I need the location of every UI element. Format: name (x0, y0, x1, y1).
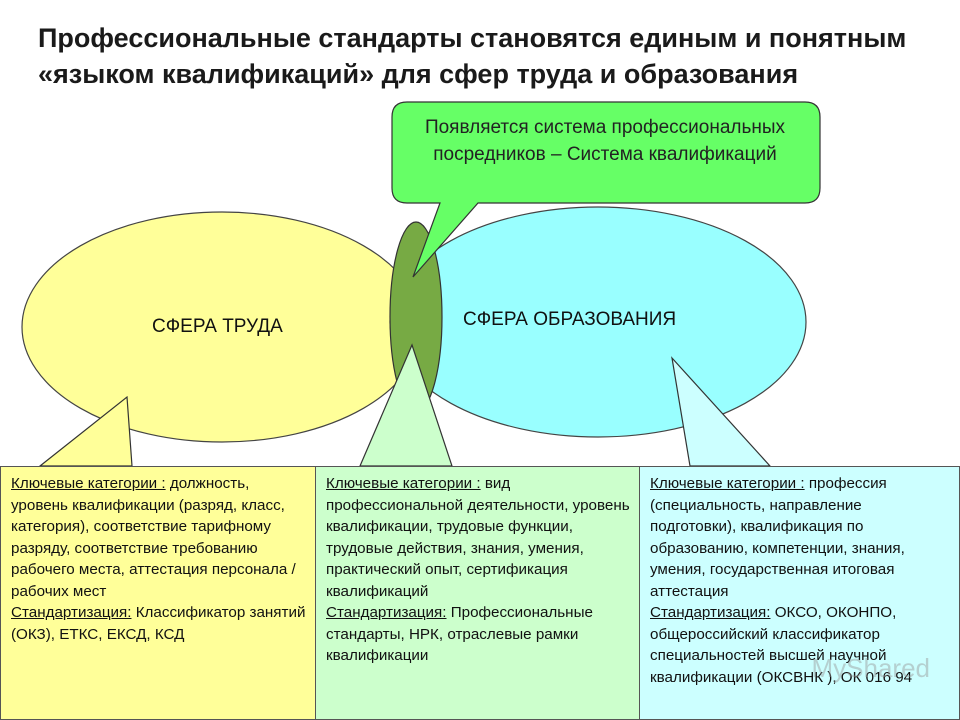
labor-categories-box: Ключевые категории : должность, уровень … (0, 466, 316, 720)
watermark: MyShared (811, 653, 931, 683)
middle-key-label: Ключевые категории : (326, 475, 481, 492)
edu-key-label: Ключевые категории : (650, 475, 805, 492)
middle-std-label: Стандартизация: (326, 604, 447, 621)
middle-key-text: вид профессиональной деятельности, урове… (326, 475, 630, 600)
middle-std-text: Профессиональные стандарты, НРК, отрасле… (326, 604, 593, 664)
callout-text: Появляется система профессиональных поср… (424, 117, 786, 165)
slide-title: Профессиональные стандарты становятся ед… (38, 23, 907, 89)
education-sphere-label: СФЕРА ОБРАЗОВАНИЯ (463, 309, 677, 330)
labor-std-text: Классификатор занятий (ОКЗ), ЕТКС, ЕКСД,… (11, 604, 306, 643)
education-categories-box: Ключевые категории : профессия (специаль… (639, 466, 960, 720)
qualification-categories-box: Ключевые категории : вид профессионально… (315, 466, 640, 720)
labor-key-label: Ключевые категории : (11, 475, 166, 492)
labor-std-label: Стандартизация: (11, 604, 132, 621)
edu-std-text: ОКСО, ОКОНПО, общероссийский классификат… (650, 604, 913, 686)
edu-key-text: профессия (специальность, направление по… (650, 475, 905, 600)
labor-sphere-label: СФЕРА ТРУДА (152, 316, 283, 337)
edu-std-label: Стандартизация: (650, 604, 771, 621)
callout-bubble (391, 101, 821, 278)
labor-key-text: должность, уровень квалификации (разряд,… (11, 475, 296, 600)
